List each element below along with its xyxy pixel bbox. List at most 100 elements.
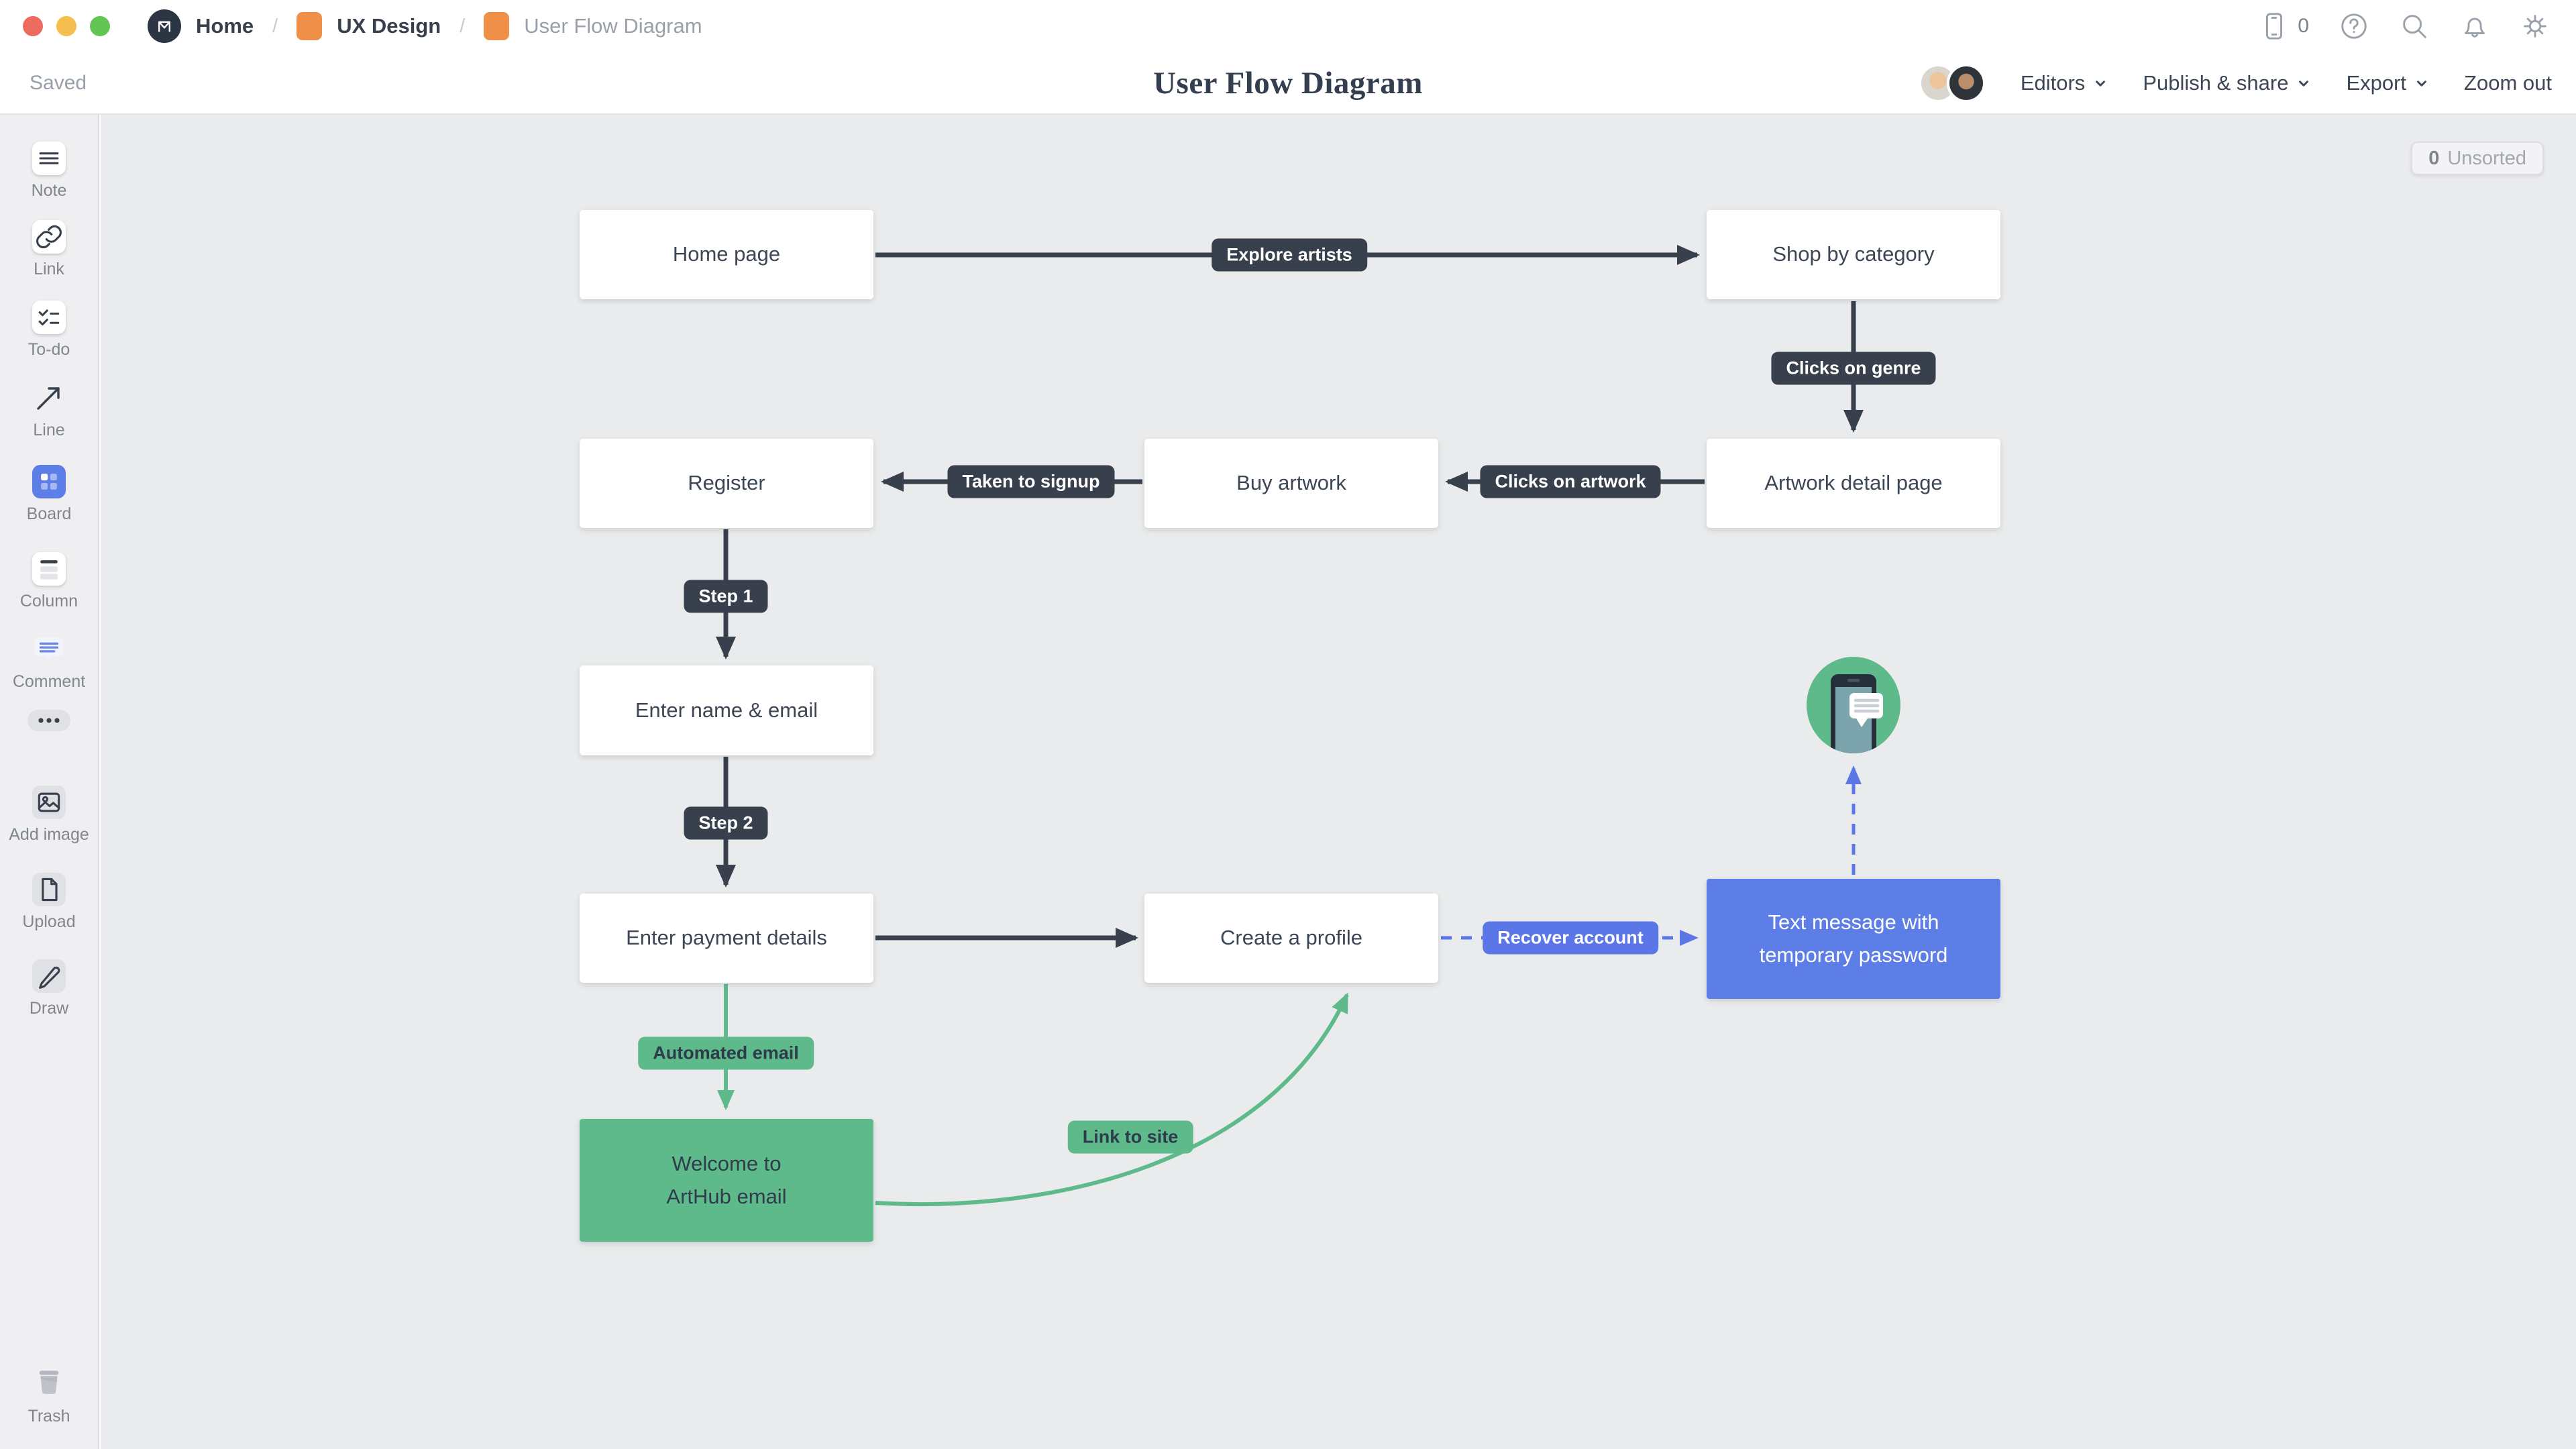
sidebar-tool-note[interactable]: Note [0, 142, 98, 201]
zoom-out-label: Zoom out [2464, 70, 2552, 95]
comment-icon [32, 633, 66, 666]
node-artwork-detail-page[interactable]: Artwork detail page [1707, 439, 2000, 528]
publish-share-button[interactable]: Publish & share [2143, 71, 2311, 95]
phone-message-icon [1807, 657, 1900, 753]
chevron-down-icon [2096, 80, 2106, 87]
tool-label: Upload [22, 912, 76, 931]
sidebar-tool-comment[interactable]: Comment [0, 633, 98, 692]
window-topbar: Home / UX Design / User Flow Diagram 0 [0, 0, 2576, 52]
node-text-message[interactable]: Text message with temporary password [1707, 879, 2000, 999]
chevron-down-icon [2417, 80, 2426, 87]
breadcrumb-current-board: User Flow Diagram [524, 14, 702, 38]
unsorted-count: 0 [2428, 147, 2440, 169]
mobile-devices-icon[interactable] [2259, 11, 2290, 42]
fullscreen-button[interactable] [90, 16, 110, 36]
edge-label-clicks-on-artwork[interactable]: Clicks on artwork [1480, 465, 1661, 498]
note-icon [32, 142, 66, 175]
breadcrumb-separator: / [460, 15, 466, 37]
edge-label-link-to-site[interactable]: Link to site [1067, 1120, 1193, 1154]
avatar[interactable] [1946, 63, 1986, 103]
edge-label-clicks-on-genre[interactable]: Clicks on genre [1771, 352, 1936, 385]
node-home-page[interactable]: Home page [580, 210, 873, 299]
minimize-button[interactable] [56, 16, 76, 36]
node-buy-artwork[interactable]: Buy artwork [1144, 439, 1438, 528]
titlebar-actions: Editors Publish & share Export Zoom out [1918, 52, 2552, 113]
board-icon [484, 12, 510, 40]
chevron-down-icon [2299, 80, 2309, 87]
column-icon [32, 552, 66, 586]
search-icon[interactable] [2399, 11, 2430, 42]
page-title[interactable]: User Flow Diagram [1153, 65, 1423, 101]
sidebar-tool-more[interactable] [0, 710, 98, 731]
editors-menu-button[interactable]: Editors [2021, 71, 2108, 95]
help-icon[interactable] [2339, 11, 2369, 42]
settings-gear-icon[interactable] [2520, 11, 2551, 42]
tool-label: To-do [28, 340, 70, 359]
traffic-lights [23, 16, 110, 36]
tool-label: Draw [29, 999, 69, 1018]
sidebar-tool-column[interactable]: Column [0, 552, 98, 611]
app-logo-icon[interactable] [148, 9, 181, 43]
export-button[interactable]: Export [2346, 71, 2429, 95]
breadcrumb-home[interactable]: Home [196, 14, 254, 38]
breadcrumb-separator: / [272, 15, 278, 37]
node-welcome-email[interactable]: Welcome to ArtHub email [580, 1119, 873, 1242]
tool-label: Line [33, 421, 65, 439]
node-enter-payment-details[interactable]: Enter payment details [580, 894, 873, 983]
sidebar-tool-draw[interactable]: Draw [0, 959, 98, 1018]
unsorted-badge[interactable]: 0 Unsorted [2411, 142, 2544, 175]
todo-icon [32, 301, 66, 334]
sidebar-tool-add-image[interactable]: Add image [0, 786, 98, 845]
mobile-count: 0 [2298, 15, 2309, 37]
add-image-icon [32, 786, 66, 819]
topbar-actions: 0 [2259, 11, 2576, 42]
trash-icon [32, 1367, 66, 1401]
edge-label-explore-artists[interactable]: Explore artists [1212, 238, 1367, 272]
close-button[interactable] [23, 16, 43, 36]
sidebar-tool-link[interactable]: Link [0, 220, 98, 279]
tool-label: Board [26, 504, 72, 523]
tool-label: Add image [9, 825, 89, 844]
tool-label: Column [19, 592, 78, 610]
zoom-out-button[interactable]: Zoom out [2464, 71, 2552, 95]
upload-icon [32, 873, 66, 906]
tool-label: Comment [12, 672, 86, 691]
node-create-a-profile[interactable]: Create a profile [1144, 894, 1438, 983]
board-icon [297, 12, 323, 40]
save-status: Saved [30, 71, 87, 94]
sidebar-tool-upload[interactable]: Upload [0, 873, 98, 932]
edge-label-taken-to-signup[interactable]: Taken to signup [947, 465, 1115, 498]
edge-label-automated-email[interactable]: Automated email [638, 1036, 814, 1070]
sidebar-tool-todo[interactable]: To-do [0, 301, 98, 360]
breadcrumb: Home / UX Design / User Flow Diagram [148, 9, 702, 43]
edge-label-step-1[interactable]: Step 1 [684, 580, 768, 613]
unsorted-label: Unsorted [2447, 147, 2526, 169]
line-icon [32, 381, 66, 415]
board-titlebar: Saved User Flow Diagram Editors Publish … [0, 52, 2576, 115]
editors-label: Editors [2020, 70, 2086, 95]
edge-welcome-email-to-create-a-profile [875, 992, 1349, 1206]
publish-share-label: Publish & share [2143, 70, 2289, 95]
more-icon [28, 710, 70, 731]
board-icon [32, 465, 66, 498]
breadcrumb-parent-board[interactable]: UX Design [337, 14, 441, 38]
flow-arrows [716, 245, 1864, 1206]
link-icon [32, 220, 66, 254]
draw-icon [32, 959, 66, 993]
sidebar-tool-board[interactable]: Board [0, 465, 98, 524]
sidebar-tool-line[interactable]: Line [0, 381, 98, 440]
editor-avatars[interactable] [1918, 63, 1986, 103]
node-enter-name-email[interactable]: Enter name & email [580, 665, 873, 755]
node-shop-by-category[interactable]: Shop by category [1707, 210, 2000, 299]
node-phone-badge[interactable] [1807, 657, 1900, 753]
edge-label-recover-account[interactable]: Recover account [1483, 921, 1658, 955]
edge-label-step-2[interactable]: Step 2 [684, 806, 768, 840]
export-label: Export [2346, 70, 2407, 95]
sidebar-tool-trash[interactable]: Trash [0, 1367, 98, 1426]
notifications-icon[interactable] [2459, 11, 2490, 42]
tool-label: Note [31, 181, 67, 200]
node-register[interactable]: Register [580, 439, 873, 528]
tool-label: Link [34, 260, 64, 278]
